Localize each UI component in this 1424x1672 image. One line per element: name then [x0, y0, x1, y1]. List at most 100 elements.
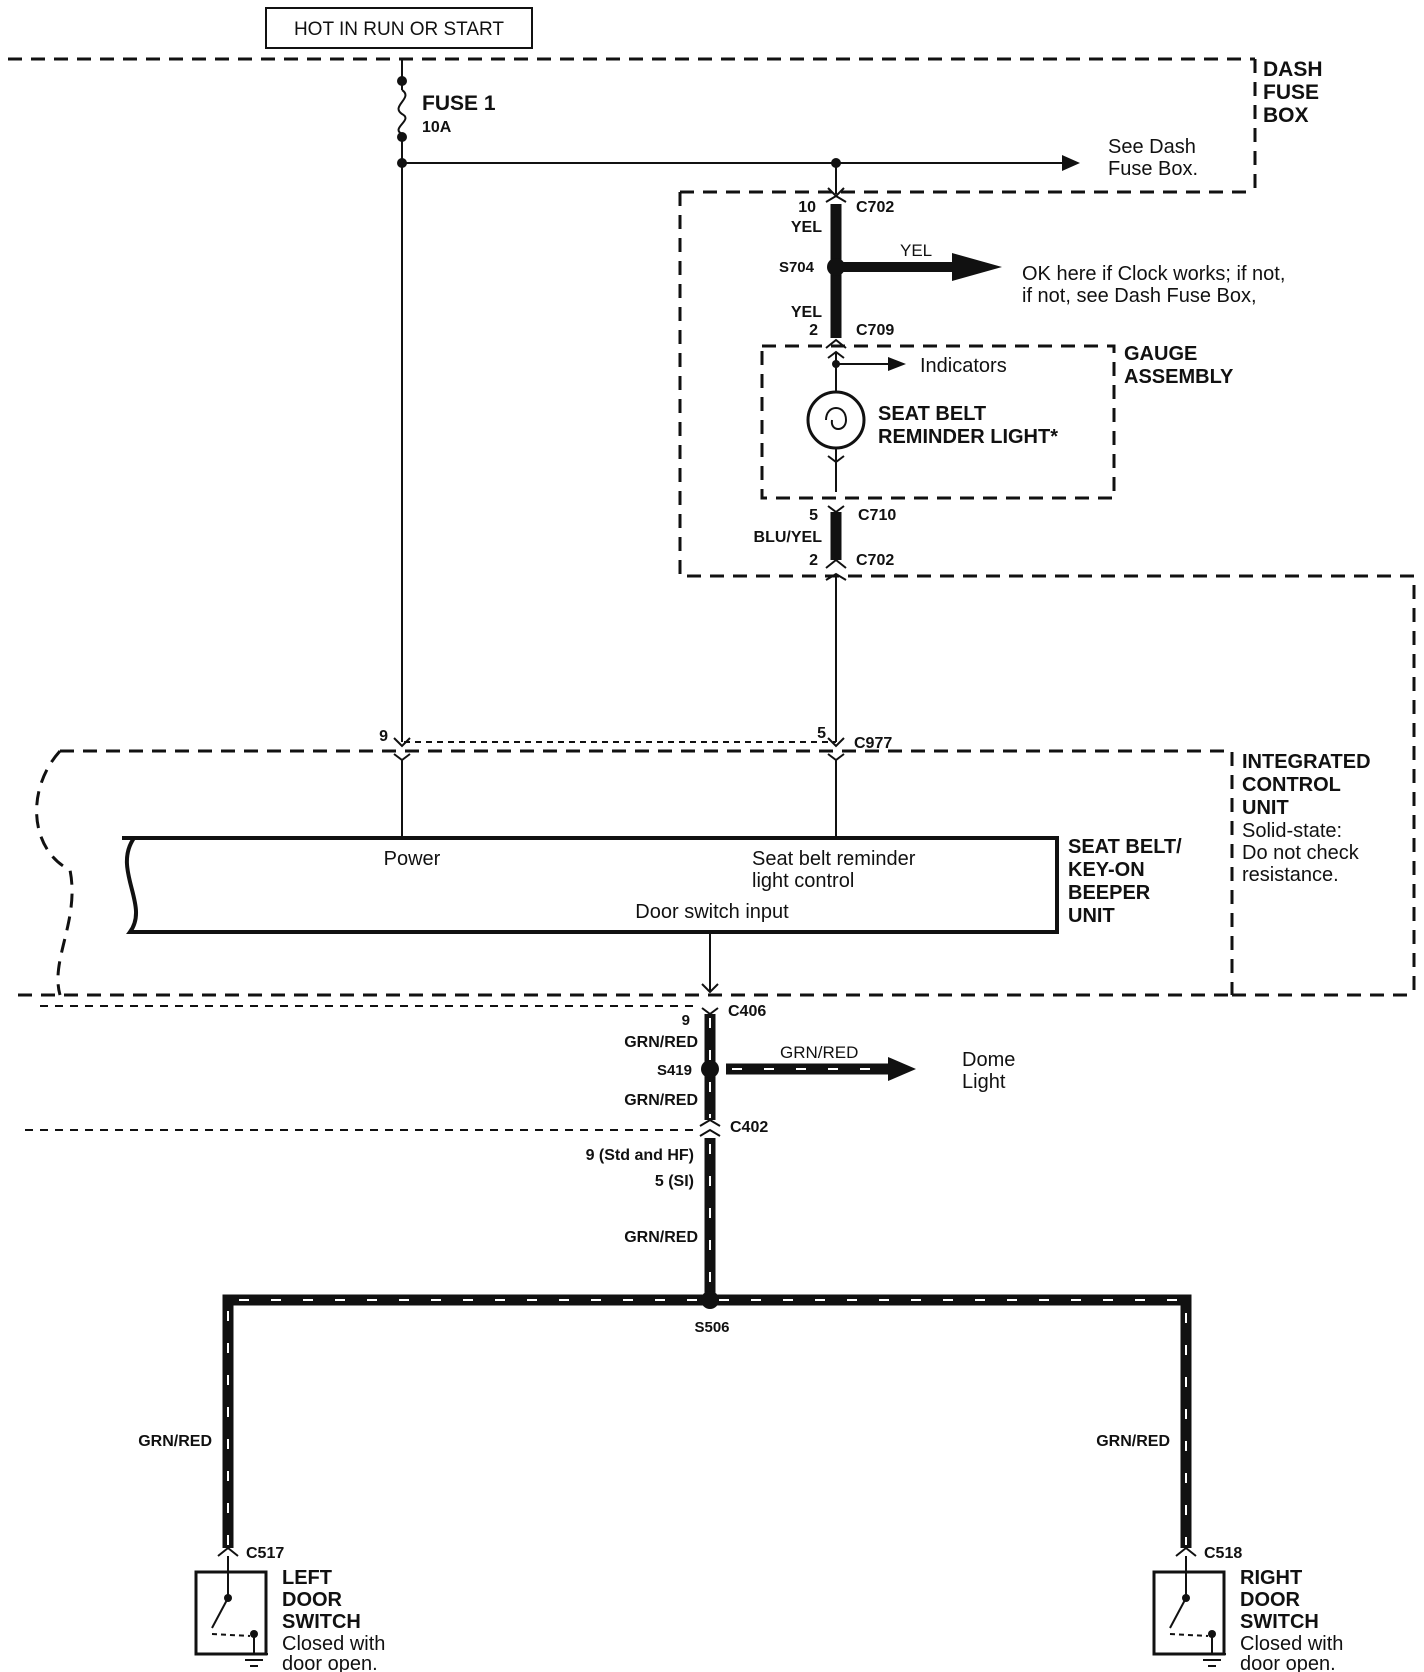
fuse-1-symbol	[397, 89, 407, 135]
pin-c977-9: 9	[379, 728, 388, 745]
right-door-note-1: Closed with	[1240, 1633, 1343, 1655]
pin-c977-5: 5	[817, 725, 826, 742]
beeper-unit-label-1: SEAT BELT/	[1068, 836, 1182, 858]
lamp-bottom-connector-symbol	[827, 455, 845, 464]
pin-c702-lower: 2	[809, 552, 818, 569]
gauge-side-boundary	[678, 192, 1416, 995]
connector-c702-top-symbol	[825, 187, 847, 203]
left-wire-label: GRN/RED	[138, 1433, 212, 1450]
left-ground-icon	[240, 1653, 268, 1667]
gauge-assembly-boundary	[760, 344, 1116, 500]
gauge-feed-node	[831, 158, 841, 168]
beeper-seatbelt-label-1: Seat belt reminder	[752, 848, 916, 870]
left-switch-blade	[211, 1597, 229, 1629]
door-switch-bus-stripe	[227, 1299, 1187, 1545]
icu-note-3: resistance.	[1242, 864, 1339, 886]
wire-yel-upper-label: YEL	[791, 219, 822, 236]
see-dash-arrow	[1062, 155, 1080, 171]
splice-s506-label: S506	[694, 1319, 729, 1336]
beeper-seatbelt-label-2: light control	[752, 870, 854, 892]
dash-fuse-box-label-3: BOX	[1263, 104, 1309, 127]
gauge-assembly-label-2: ASSEMBLY	[1124, 366, 1234, 388]
icu-left-wavy-edge	[35, 749, 74, 996]
wire-blu-yel-label: BLU/YEL	[754, 529, 823, 546]
dome-branch-arrow	[888, 1057, 916, 1081]
see-dash-note-2: Fuse Box.	[1108, 158, 1198, 180]
beeper-unit-label-2: KEY-ON	[1068, 859, 1145, 881]
dome-branch-wire-label: GRN/RED	[780, 1043, 858, 1062]
seat-belt-light-label-1: SEAT BELT	[878, 403, 986, 425]
indicators-label: Indicators	[920, 355, 1007, 377]
seat-belt-reminder-lamp-icon	[806, 390, 866, 450]
right-door-label-3: SWITCH	[1240, 1611, 1319, 1633]
right-door-switch-box	[1152, 1570, 1226, 1656]
beeper-door-input-label: Door switch input	[635, 901, 789, 923]
wire-grn-red-2-label: GRN/RED	[624, 1092, 698, 1109]
beeper-unit-box	[122, 836, 1059, 934]
beeper-unit-label-3: BEEPER	[1068, 882, 1151, 904]
pin-c402-std: 9 (Std and HF)	[586, 1147, 694, 1164]
lamp-filament	[825, 407, 848, 430]
icu-label-3: UNIT	[1242, 797, 1289, 819]
see-dash-note-1: See Dash	[1108, 136, 1196, 158]
power-source-box	[265, 7, 533, 49]
connector-c402-symbol	[699, 1118, 721, 1137]
icu-note-2: Do not check	[1242, 842, 1360, 864]
icu-boundary	[18, 749, 1414, 997]
power-source-label: HOT IN RUN OR START	[294, 19, 504, 40]
wire-grn-red-3-label: GRN/RED	[624, 1229, 698, 1246]
splice-s506	[701, 1291, 719, 1309]
dash-fuse-box-boundary	[8, 57, 1257, 194]
left-door-label-3: SWITCH	[282, 1611, 361, 1633]
left-door-note-1: Closed with	[282, 1633, 385, 1655]
left-door-label-2: DOOR	[282, 1589, 343, 1611]
splice-s704-label: S704	[779, 259, 815, 276]
dome-light-label-1: Dome	[962, 1049, 1015, 1071]
connector-c517-symbol	[217, 1546, 239, 1557]
dash-fuse-box-label-2: FUSE	[1263, 81, 1319, 104]
right-switch-dashed-link	[1169, 1633, 1209, 1637]
gauge-assembly-label-1: GAUGE	[1124, 343, 1197, 365]
splice-s419-label: S419	[657, 1062, 692, 1079]
indicators-arrow	[888, 357, 906, 371]
connector-c406: C406	[728, 1003, 766, 1020]
right-ground-icon	[1198, 1653, 1226, 1667]
pin-c710: 5	[809, 507, 818, 524]
left-door-switch-box	[194, 1570, 268, 1656]
pin-c709: 2	[809, 322, 818, 339]
wire-grn-red-1-label: GRN/RED	[624, 1034, 698, 1051]
right-door-note-2: door open.	[1240, 1653, 1336, 1672]
connector-c518-symbol	[1175, 1546, 1197, 1557]
connector-c518: C518	[1204, 1545, 1242, 1562]
icu-label-2: CONTROL	[1242, 774, 1341, 796]
fuse-1-name: FUSE 1	[422, 92, 496, 115]
left-switch-dashed-link	[211, 1633, 251, 1637]
seat-belt-light-label-2: REMINDER LIGHT*	[878, 426, 1058, 448]
dash-fuse-box-label-1: DASH	[1263, 58, 1323, 81]
pin-c702-top: 10	[798, 199, 816, 216]
beeper-unit-label-4: UNIT	[1068, 905, 1115, 927]
left-door-label-1: LEFT	[282, 1567, 332, 1589]
connector-c710-symbol	[827, 505, 845, 514]
connector-c406-arrow	[701, 983, 719, 994]
wire-yel-lower-label: YEL	[791, 304, 822, 321]
right-wire-label: GRN/RED	[1096, 1433, 1170, 1450]
connector-c710: C710	[858, 507, 896, 524]
beeper-power-label: Power	[384, 848, 441, 870]
right-door-label-1: RIGHT	[1240, 1567, 1302, 1589]
connector-c702-top: C702	[856, 199, 894, 216]
clock-branch-arrow	[952, 253, 1002, 281]
left-door-note-2: door open.	[282, 1653, 378, 1672]
clock-note-1: OK here if Clock works; if not,	[1022, 263, 1285, 285]
door-switch-bus	[222, 1294, 1192, 1548]
connector-c709: C709	[856, 322, 894, 339]
connector-c517: C517	[246, 1545, 284, 1562]
fuse-1-rating: 10A	[422, 119, 452, 136]
splice-s419	[701, 1060, 719, 1078]
clock-branch-wire-label: YEL	[900, 241, 932, 260]
right-switch-blade	[1169, 1597, 1187, 1629]
connector-c702-lower: C702	[856, 552, 894, 569]
clock-note-2: if not, see Dash Fuse Box,	[1022, 285, 1257, 307]
dome-light-label-2: Light	[962, 1071, 1006, 1093]
